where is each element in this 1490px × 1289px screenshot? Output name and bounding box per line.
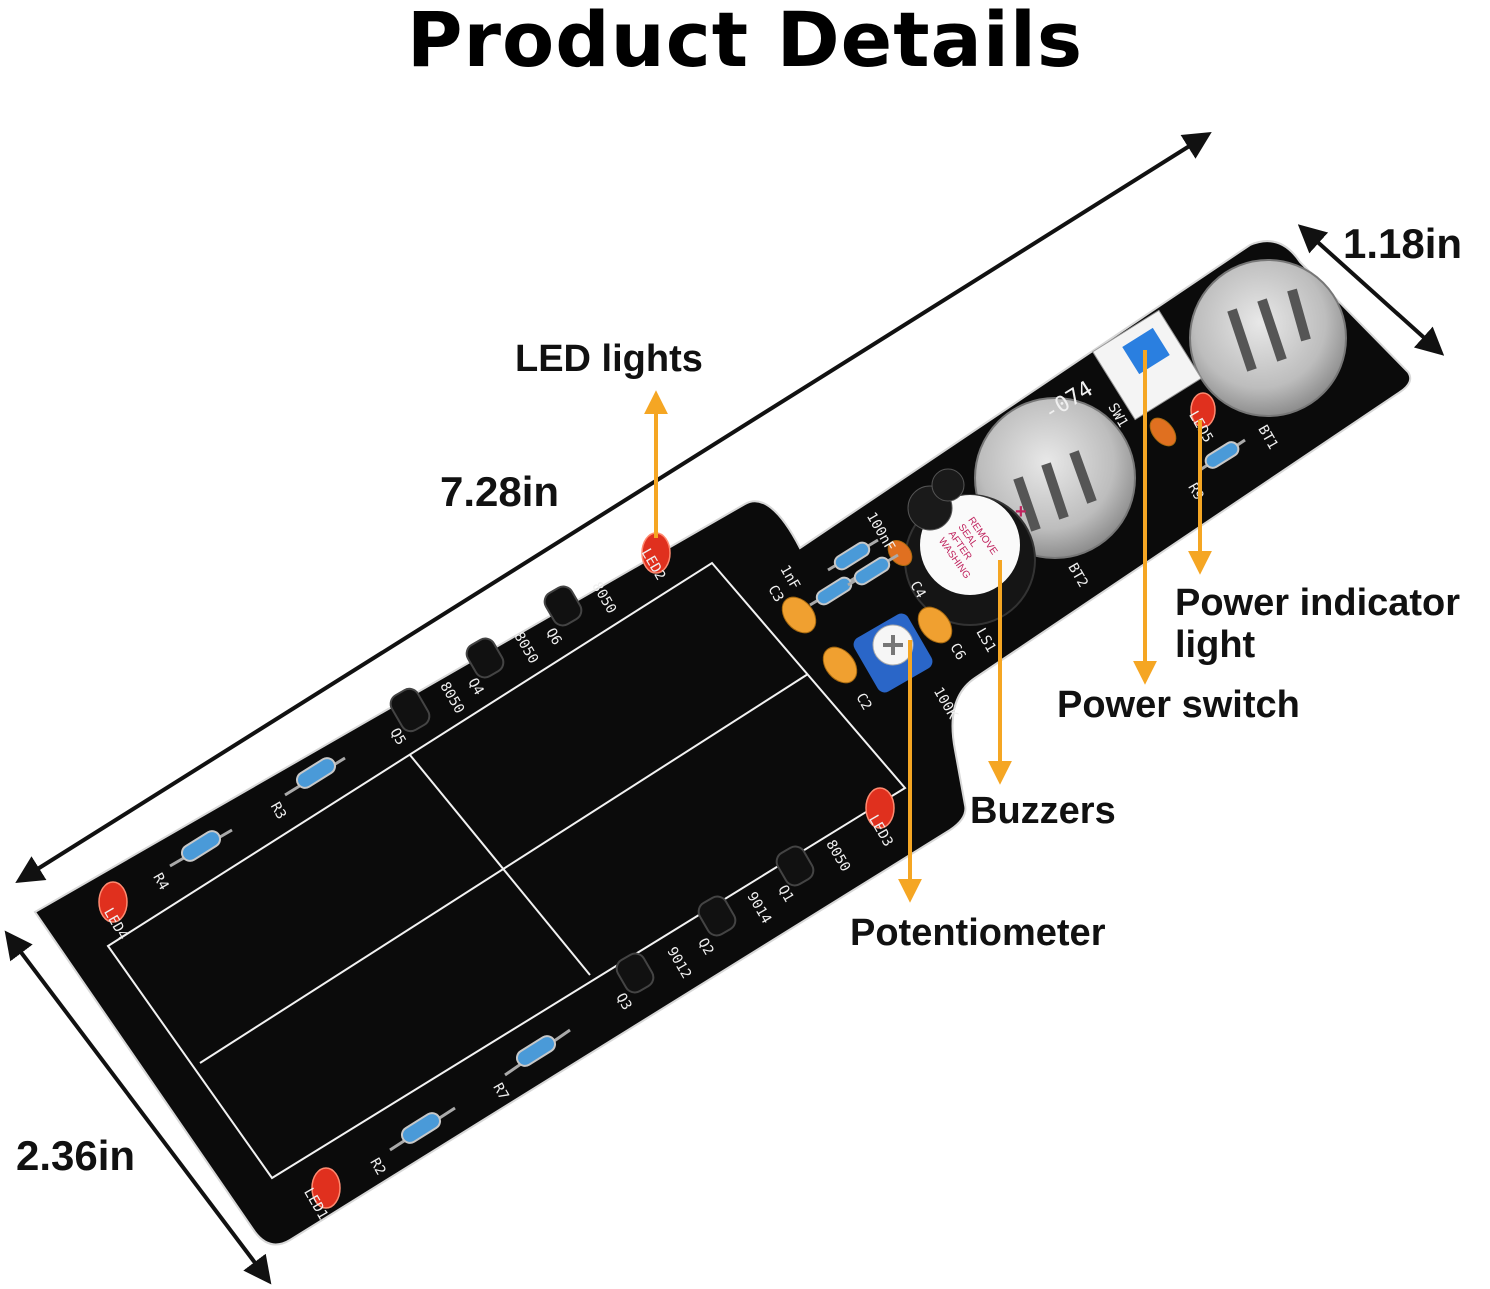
board-label-r2: R2 [366,1155,388,1178]
electrolytic-cap [931,468,965,502]
dimension-handle-width-label: 1.18in [1343,220,1463,267]
svg-text:+: + [1015,501,1027,523]
board-label-q1: Q1 [774,882,796,905]
board-label-q2: Q2 [694,935,716,958]
callout-power-indicator-line1: Power indicator [1175,582,1461,624]
callout-potentiometer: Potentiometer [850,912,1106,954]
callout-buzzers: Buzzers [970,790,1116,832]
battery-holder-bt1 [1189,259,1347,417]
page-title: Product Details [406,0,1084,84]
callout-led-lights: LED lights [515,338,703,380]
board-label-q3: Q3 [612,990,634,1013]
dimension-length-label: 7.28in [440,468,560,515]
board-label-r7: R7 [489,1080,511,1103]
dimension-arrow-body-width [4,930,272,1285]
dimension-body-width-label: 2.36in [16,1132,136,1179]
dimension-arrow-length [15,132,1212,883]
dimension-arrow-handle-width [1297,224,1445,356]
callout-power-switch: Power switch [1057,684,1300,726]
callout-power-indicator-line2: light [1175,624,1256,666]
